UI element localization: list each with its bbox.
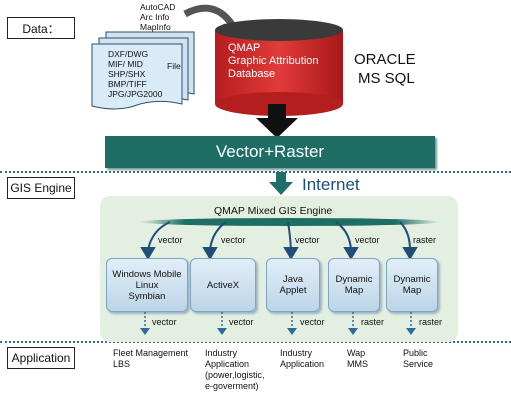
module-dynamic-map-vector: Dynamic Map [328, 258, 380, 312]
module-java-applet: Java Applet [266, 258, 320, 312]
application-wap-mms: Wap MMS [347, 348, 368, 369]
module-out-label: vector [229, 317, 254, 327]
divider-bottom [0, 341, 511, 343]
file-label: File [167, 61, 181, 71]
database-label-line: Graphic Attribution [228, 55, 319, 67]
module-output-arrows [140, 312, 416, 335]
engine-bar [140, 218, 440, 226]
module-in-label: vector [221, 235, 246, 245]
file-format-item: SHP/SHX [108, 69, 146, 79]
application-industry: Industry Application [280, 348, 325, 369]
engine-title: QMAP Mixed GIS Engine [214, 205, 333, 217]
module-out-label: vector [152, 317, 177, 327]
file-format-item: DXF/DWG [108, 49, 149, 59]
database-label-line: QMAP [228, 42, 261, 54]
vendor-oracle: ORACLE [354, 51, 416, 68]
module-out-label: vector [300, 317, 325, 327]
file-format-item: MIF/ MID [108, 59, 143, 69]
engine-to-module-arrows [140, 221, 418, 260]
application-public-service: Public Service [403, 348, 434, 369]
file-stack-graphic [91, 31, 195, 110]
file-format-item: JPG/JPG2000 [108, 89, 163, 99]
cad-source-item: AutoCAD [140, 2, 176, 12]
internet-arrow-icon [269, 172, 293, 195]
module-out-label: raster [419, 317, 443, 327]
module-activex: ActiveX [190, 258, 256, 312]
application-industry-power: Industry Application (power,logistic, e-… [205, 348, 265, 391]
section-gis-engine-label: GIS Engine [7, 177, 75, 199]
database-label: QMAP Graphic Attribution Database [228, 42, 319, 81]
module-in-label: raster [413, 235, 437, 245]
cad-source-item: MapInfo [140, 22, 171, 32]
database-vendors: ORACLE MS SQL [354, 50, 416, 88]
application-fleet-management: Fleet Management LBS [113, 348, 189, 369]
down-arrow-icon [256, 104, 298, 138]
section-data-label: Data： [7, 17, 75, 39]
module-windows-mobile: Windows Mobile Linux Symbian [106, 258, 188, 312]
vendor-mssql: MS SQL [358, 70, 415, 87]
module-in-label: vector [355, 235, 380, 245]
internet-label: Internet [302, 175, 360, 194]
module-dynamic-map-raster: Dynamic Map [386, 258, 438, 312]
divider-top [0, 171, 511, 173]
cad-source-item: Arc Info [140, 12, 170, 22]
module-in-label: vector [158, 235, 183, 245]
file-formats-list: DXF/DWG MIF/ MID SHP/SHX BMP/TIFF JPG/JP… [108, 49, 162, 99]
section-application-label: Application [7, 347, 75, 369]
module-out-label: raster [361, 317, 385, 327]
file-format-item: BMP/TIFF [108, 79, 147, 89]
module-in-label: vector [295, 235, 320, 245]
database-label-line: Database [228, 68, 276, 80]
cad-sources-list: AutoCAD Arc Info MapInfo [140, 2, 175, 32]
vector-raster-banner: Vector+Raster [105, 136, 435, 168]
